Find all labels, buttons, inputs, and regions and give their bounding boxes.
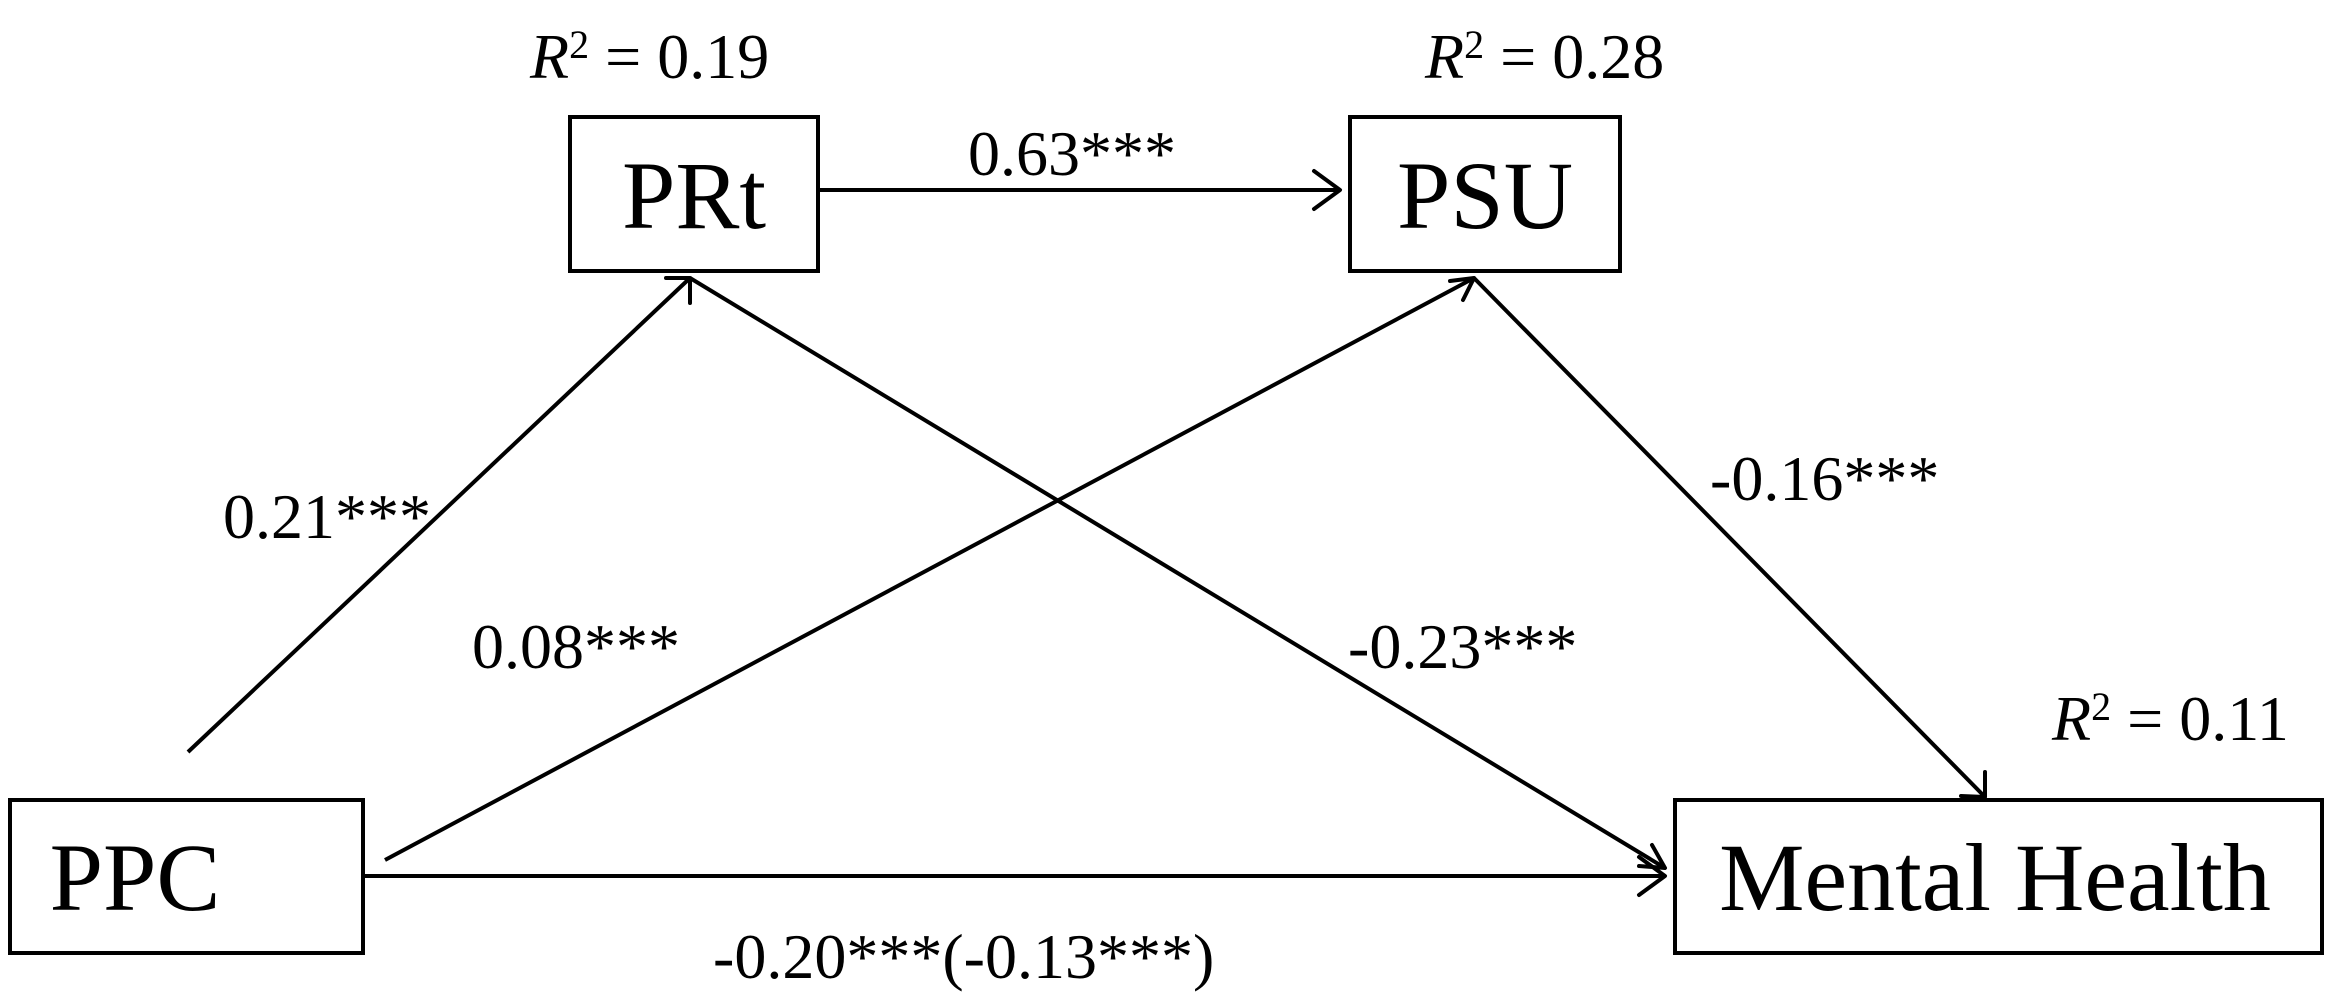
coef-ppc-to-prt: 0.21*** [223,481,431,552]
coef-psu-to-mh: -0.16*** [1710,443,1939,514]
arrowhead-prt-to-mh [1637,843,1667,870]
arrowhead-prt-to-psu [1312,169,1342,211]
coef-ppc-to-psu: 0.08*** [472,611,680,682]
path-prt-to-mh [688,276,1667,870]
node-ppc-label: PPC [50,824,221,931]
node-mental-health: Mental Health [1673,798,2324,955]
coef-prt-to-psu: 0.63*** [968,118,1176,189]
arrowhead-psu-to-mh [1959,770,1987,799]
r2-mental-health-label: R2 = 0.11 [2051,683,2289,754]
arrowhead-ppc-to-prt [664,276,692,305]
arrowhead-ppc-to-mh [1637,855,1667,897]
node-ppc: PPC [8,798,365,955]
node-prt: PRt [568,115,820,273]
node-psu: PSU [1348,115,1622,273]
arrowhead-ppc-to-psu [1448,276,1476,302]
r2-prt-label: R2 = 0.19 [529,21,769,92]
path-ppc-to-psu [384,276,1475,862]
node-psu-label: PSU [1397,142,1573,249]
path-ppc-to-prt [186,276,692,754]
r2-psu-label: R2 = 0.28 [1424,21,1664,92]
coef-ppc-to-mh: -0.20***(-0.13***) [713,921,1214,992]
node-mental-health-label: Mental Health [1719,824,2271,931]
path-psu-to-mh [1472,276,1987,799]
node-prt-label: PRt [622,142,766,249]
coef-prt-to-mh: -0.23*** [1348,611,1577,682]
